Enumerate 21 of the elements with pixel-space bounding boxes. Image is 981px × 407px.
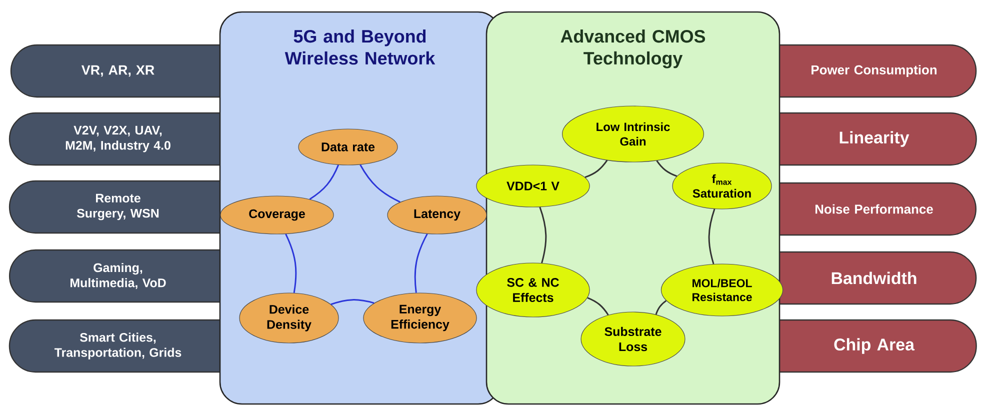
application-tab: Smart Cities, Transportation, Grids: [8, 319, 224, 373]
metric-tab: Bandwidth: [772, 251, 977, 305]
application-tab: V2V, V2X, UAV, M2M, Industry 4.0: [8, 112, 224, 166]
connector-line: [655, 300, 667, 315]
connector-line: [360, 164, 400, 203]
connector-line: [414, 234, 428, 293]
connector-line: [309, 164, 340, 200]
metric-tab: Linearity: [772, 112, 977, 166]
application-tab: VR, AR, XR: [10, 44, 225, 98]
metric-tab: Noise Performance: [772, 182, 976, 236]
connector-line: [656, 160, 678, 177]
connector-line: [539, 206, 547, 264]
connector-line: [330, 299, 374, 306]
metric-tab: Chip Area: [772, 319, 977, 373]
connector-line: [708, 208, 716, 264]
connector-line: [587, 297, 609, 316]
metric-tab: Power Consumption: [772, 44, 977, 98]
application-tab: Gaming, Multimedia, VoD: [8, 249, 224, 303]
connector-line: [285, 234, 297, 293]
connector-line: [584, 160, 608, 178]
application-tab: Remote Surgery, WSN: [8, 180, 224, 234]
